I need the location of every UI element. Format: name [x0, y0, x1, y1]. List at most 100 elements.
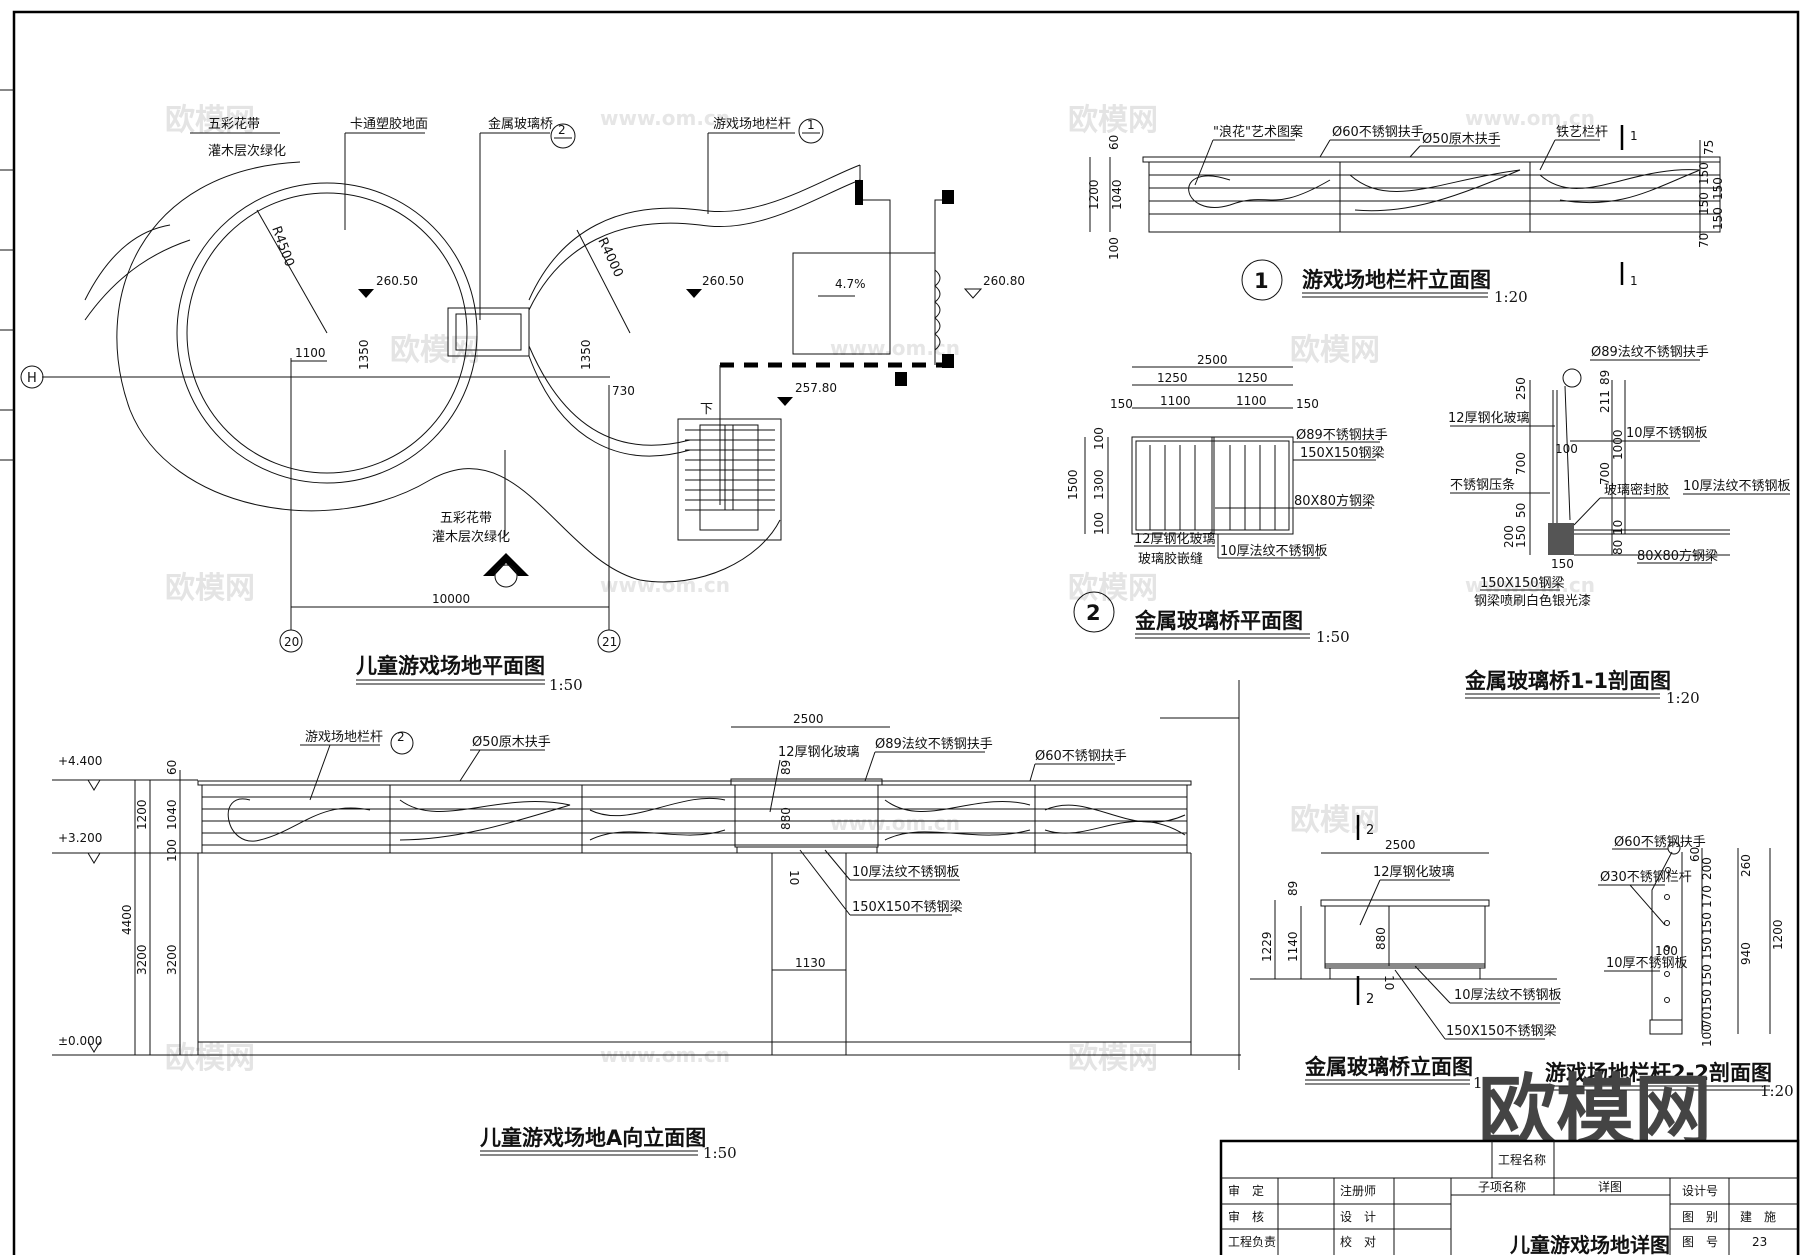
label-wood-rail: Ø50原木扶手 [1422, 132, 1501, 147]
label-pattern-plate: 10厚法纹不锈钢板 [1220, 544, 1328, 559]
pier [771, 852, 847, 1056]
dim-880: 880 [779, 807, 793, 830]
sheet-border [12, 10, 1800, 1255]
stair-treads [685, 424, 775, 531]
label-steel-beam: 150X150钢梁 [1480, 576, 1565, 591]
bridge-plan-title: 金属玻璃桥平面图 [1134, 609, 1303, 633]
dim-200: 200 [1700, 857, 1714, 880]
label-pattern-plate: 10厚法纹不锈钢板 [852, 865, 960, 880]
radius-r4500: R4500 [268, 224, 297, 269]
design-number-label: 设计号 [1682, 1184, 1718, 1198]
label-steel-plate: 10厚不锈钢板 [1606, 956, 1688, 971]
category-label: 图 别 [1682, 1210, 1718, 1224]
label-wood-rail: Ø50原木扶手 [472, 735, 551, 750]
sub-item-value: 详图 [1598, 1179, 1622, 1194]
dim-1040: 1040 [165, 799, 179, 830]
label-square-beam: 80X80方钢梁 [1637, 548, 1718, 564]
label-steel-beam: 150X150钢梁 [1300, 446, 1385, 461]
dim-1000: 1000 [1611, 429, 1625, 460]
dim-75: 75 [1702, 140, 1716, 155]
sub-item-label: 子项名称 [1478, 1179, 1526, 1194]
watermark-logo: 欧模网 [1290, 333, 1380, 368]
label-cartoon-floor: 卡通塑胶地面 [350, 116, 428, 132]
watermark-logo: 欧模网 [165, 571, 255, 606]
dim-2500: 2500 [793, 712, 824, 726]
callout-2: 2 [397, 730, 405, 744]
dim-250: 250 [1514, 377, 1528, 400]
railing-path [528, 164, 861, 301]
ring-outer-left [176, 182, 478, 484]
watermark-logo: 欧模网 [165, 1041, 255, 1076]
playground-plan: 下 H 20 21 10000 1100 1350 1350 730 R4500… [20, 116, 1025, 694]
level-marks: +4.400 +3.200 ±0.000 [52, 754, 198, 1053]
label-rail-89: Ø89不锈钢扶手 [1296, 428, 1388, 443]
section-mark-2-bottom: 2 [1366, 992, 1374, 1007]
dim-60: 60 [1107, 135, 1121, 150]
dim-3200: 3200 [135, 944, 149, 975]
dim-1100: 1100 [1160, 394, 1191, 408]
dim-150: 150 [1700, 964, 1714, 987]
dim-1350-right: 1350 [579, 339, 593, 370]
label-rail-89: Ø89法纹不锈钢扶手 [875, 737, 993, 752]
label-steel-rail: Ø60不锈钢扶手 [1332, 125, 1424, 140]
axis-20-label: 20 [284, 635, 299, 649]
approve-label: 审 定 [1228, 1183, 1264, 1198]
label-rail-60: Ø60不锈钢扶手 [1614, 835, 1706, 850]
dim-80: 80 [1611, 540, 1625, 555]
steel-beam-section [1548, 523, 1574, 555]
label-glass-glue: 玻璃胶嵌缝 [1138, 551, 1203, 567]
dim-100: 100 [1092, 512, 1106, 535]
review-label: 审 核 [1228, 1209, 1264, 1224]
section-mark-2-top: 2 [1366, 823, 1374, 838]
dim-1100: 1100 [1236, 394, 1267, 408]
section-mark-1-bottom: 1 [1630, 274, 1638, 288]
check-label: 校 对 [1340, 1234, 1376, 1249]
dim-89: 89 [1286, 881, 1300, 896]
side-strip [0, 89, 14, 461]
bridge-section-title: 金属玻璃桥1-1剖面图 [1464, 669, 1671, 693]
label-steel-beam: 150X150不锈钢梁 [852, 900, 963, 915]
view-direction-symbol [483, 553, 529, 576]
plan-title: 儿童游戏场地平面图 [356, 654, 545, 678]
label-square-beam: 80X80方钢梁 [1294, 493, 1375, 509]
dim-211: 211 [1598, 390, 1612, 413]
drawing-number-label: 图 号 [1682, 1235, 1718, 1249]
elevation-a-scale: 1:50 [703, 1144, 737, 1162]
railing-section-2-2: Ø60不锈钢扶手 Ø30不锈钢栏杆 10厚不锈钢板 60 200 170 150… [1545, 835, 1794, 1100]
dim-100: 100 [1107, 237, 1121, 260]
label-tempered-glass: 12厚钢化玻璃 [778, 745, 860, 760]
label-steel-beam: 150X150不锈钢梁 [1446, 1024, 1557, 1039]
label-bar-30: Ø30不锈钢栏杆 [1600, 870, 1692, 885]
drawing-title: 儿童游戏场地详图 [1509, 1233, 1670, 1255]
elevation-260-50-b: 260.50 [702, 274, 744, 288]
detail-number-2: 2 [1086, 601, 1101, 625]
project-name-label: 工程名称 [1498, 1152, 1546, 1167]
ring-inner-left [186, 192, 468, 474]
stair-down-label: 下 [700, 402, 713, 417]
bridge-section-scale: 1:20 [1666, 689, 1700, 707]
label-tempered-glass: 12厚钢化玻璃 [1134, 532, 1216, 547]
project-leader-label: 工程负责 [1228, 1234, 1276, 1249]
axis-h-label: H [27, 371, 37, 386]
section-mark-1-top: 1 [1630, 129, 1638, 143]
level-3200: +3.200 [58, 831, 102, 845]
dim-150: 150 [1700, 989, 1714, 1012]
dim-1100: 1100 [295, 346, 326, 360]
watermark-logo: 欧模网 [1290, 803, 1380, 838]
dim-100: 100 [1092, 427, 1106, 450]
railing-elevation-title: 游戏场地栏杆立面图 [1302, 268, 1491, 292]
design-label: 设 计 [1340, 1210, 1376, 1224]
elevation-257-80: 257.80 [795, 381, 837, 395]
watermark-url: www.om.cn [600, 106, 730, 130]
railing-section-title: 游戏场地栏杆2-2剖面图 [1545, 1061, 1772, 1085]
watermark-logo: 欧模网 [1068, 1041, 1158, 1076]
label-flower-belt: 五彩花带 [208, 116, 260, 132]
dim-1300: 1300 [1092, 469, 1106, 500]
label-glass-bridge: 金属玻璃桥 [488, 116, 553, 132]
dim-150: 150 [1697, 192, 1711, 215]
dim-100: 100 [165, 839, 179, 862]
dim-730: 730 [612, 384, 635, 398]
watermark-url: www.om.cn [1465, 106, 1595, 130]
bridge-elevation: 2500 12厚钢化玻璃 1229 1140 89 880 10 2 2 10厚… [1250, 815, 1562, 1092]
